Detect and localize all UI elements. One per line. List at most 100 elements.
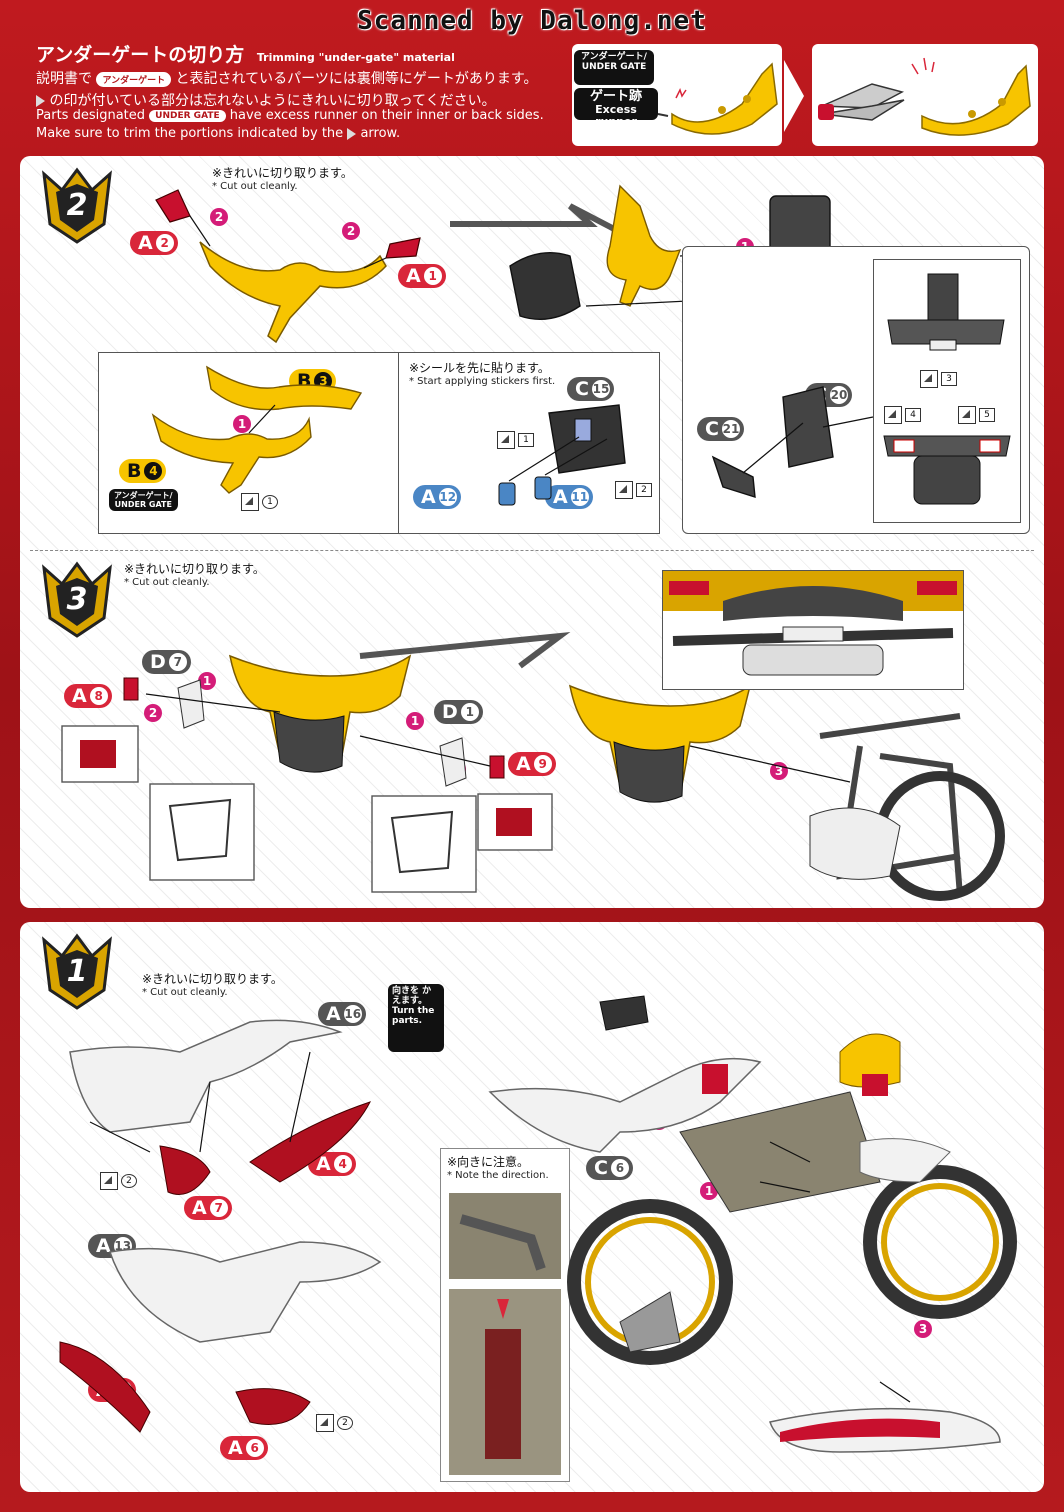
line1-post: と表記されているパーツには裏側等にゲートがあります。 <box>175 71 538 87</box>
header-line-1: 説明書で アンダーゲート と表記されているパーツには裏側等にゲートがあります。 <box>36 68 537 88</box>
part-num: 2 <box>155 234 174 252</box>
part-letter: A <box>553 486 568 508</box>
step-marker: 1 <box>406 712 424 730</box>
handlebar-detail-icon <box>663 571 963 676</box>
step-marker: 3 <box>914 1320 932 1338</box>
sticker-num: 4 <box>905 408 921 422</box>
sticker-first-note: ※シールを先に貼ります。 * Start applying stickers f… <box>409 361 555 389</box>
direction-en: * Note the direction. <box>447 1170 549 1181</box>
sticker-num: 3 <box>941 372 957 386</box>
motorcycle-assembly-illustration <box>488 995 1017 1453</box>
part-num: 7 <box>209 1199 228 1217</box>
sticker-num: 2 <box>121 1174 137 1188</box>
sticker-ref: 5 <box>958 406 995 424</box>
direction-note: ※向きに注意。 * Note the direction. <box>447 1155 549 1183</box>
under-gate-tag: アンダーゲート/ UNDER GATE <box>574 50 654 85</box>
trimming-illustration <box>812 44 1038 146</box>
arrow-triangle-icon <box>36 95 45 107</box>
sticker-ref: 4 <box>884 406 921 424</box>
header-title: アンダーゲートの切り方 Trimming "under-gate" materi… <box>36 40 455 67</box>
part-letter: A <box>316 1153 331 1175</box>
part-letter: A <box>421 486 436 508</box>
part-num: 6 <box>245 1439 264 1457</box>
part-letter: A <box>326 1003 341 1025</box>
handlebar-detail-box <box>662 570 964 690</box>
meter-block-icon <box>711 386 874 498</box>
part-num: 9 <box>533 755 552 773</box>
step2-cut-note: ※きれいに切り取ります。 * Cut out cleanly. <box>212 166 353 194</box>
sticker-ref: 2 <box>615 481 652 499</box>
line4-post: arrow. <box>360 126 401 141</box>
under-gate-en: UNDER GATE <box>114 500 172 510</box>
flow-arrow-icon <box>450 203 622 235</box>
header-line-4: Make sure to trim the portions indicated… <box>36 126 400 141</box>
sticker-icon <box>241 493 259 511</box>
part-num: 20 <box>829 386 848 404</box>
part-num: 15 <box>591 380 610 398</box>
header-title-jp: アンダーゲートの切り方 <box>36 44 245 66</box>
note-en: * Cut out cleanly. <box>212 181 298 192</box>
turn-en: Turn the parts. <box>392 1005 435 1026</box>
sticker-ref: 2 <box>316 1414 353 1432</box>
sticker-icon <box>884 406 902 424</box>
direction-detail-icon <box>449 1193 561 1475</box>
sticker-ref: 1 <box>497 431 534 449</box>
sticker-icon <box>615 481 633 499</box>
step3-cowl-assembly-illustration <box>61 631 1005 901</box>
step1-cut-note: ※きれいに切り取ります。 * Cut out cleanly. <box>142 972 283 1000</box>
step-marker: 2 <box>144 704 162 722</box>
header-title-en: Trimming "under-gate" material <box>256 51 455 64</box>
line3-post: have excess runner on their inner or bac… <box>229 108 544 123</box>
step-3-number: 3 <box>66 582 88 617</box>
part-num: 1 <box>460 703 479 721</box>
yellow-part-with-gate-icon <box>657 62 778 135</box>
arrow-triangle-icon <box>347 127 357 140</box>
step-marker: 2 <box>342 222 360 240</box>
step-1-panel: 1 ※きれいに切り取ります。 * Cut out cleanly. 向きを かえ… <box>20 922 1044 1492</box>
part-num: 7 <box>168 653 187 671</box>
part-num: 6 <box>610 1159 629 1177</box>
cowl-sticker-detail-icon <box>883 273 1011 505</box>
sticker-ref: 1 <box>241 493 278 511</box>
direction-jp: ※向きに注意。 <box>447 1155 530 1169</box>
note-en: * Cut out cleanly. <box>142 987 228 998</box>
step-marker: 1 <box>233 415 251 433</box>
part-letter: A <box>138 232 153 254</box>
sticker-icon <box>920 370 938 388</box>
sticker-num: 5 <box>979 408 995 422</box>
under-gate-tag-jp: アンダーゲート/ <box>581 52 647 62</box>
part-num: 11 <box>570 488 589 506</box>
part-num: 16 <box>343 1005 362 1023</box>
sticker-note-jp: ※シールを先に貼ります。 <box>409 361 550 375</box>
sticker-note-en: * Start applying stickers first. <box>409 376 556 387</box>
sub-box-c15: ※シールを先に貼ります。 * Start applying stickers f… <box>398 352 660 534</box>
sticker-ref: 3 <box>920 370 957 388</box>
part-letter: A <box>406 265 421 287</box>
part-num: 8 <box>89 687 108 705</box>
step-marker: 2 <box>210 208 228 226</box>
part-letter: C <box>575 378 589 400</box>
part-num: 12 <box>438 488 457 506</box>
part-num: 21 <box>721 420 740 438</box>
excess-runner-tag-jp: ゲート跡 <box>589 89 642 104</box>
header-line-3: Parts designated UNDER GATE have excess … <box>36 108 544 123</box>
under-gate-illustration: アンダーゲート/ UNDER GATE ゲート跡 Excess runner <box>572 44 782 146</box>
sticker-ref: 2 <box>100 1172 137 1190</box>
step-3-badge-icon <box>42 561 112 638</box>
yellow-wing-parts-icon <box>151 365 363 494</box>
note-jp: ※きれいに切り取ります。 <box>142 972 283 986</box>
sticker-icon <box>958 406 976 424</box>
part-letter: A <box>96 1235 111 1257</box>
part-letter: A <box>72 685 87 707</box>
part-letter: A <box>228 1437 243 1459</box>
under-gate-tag-en: UNDER GATE <box>581 61 647 72</box>
step3-cut-note: ※きれいに切り取ります。 * Cut out cleanly. <box>124 562 265 590</box>
